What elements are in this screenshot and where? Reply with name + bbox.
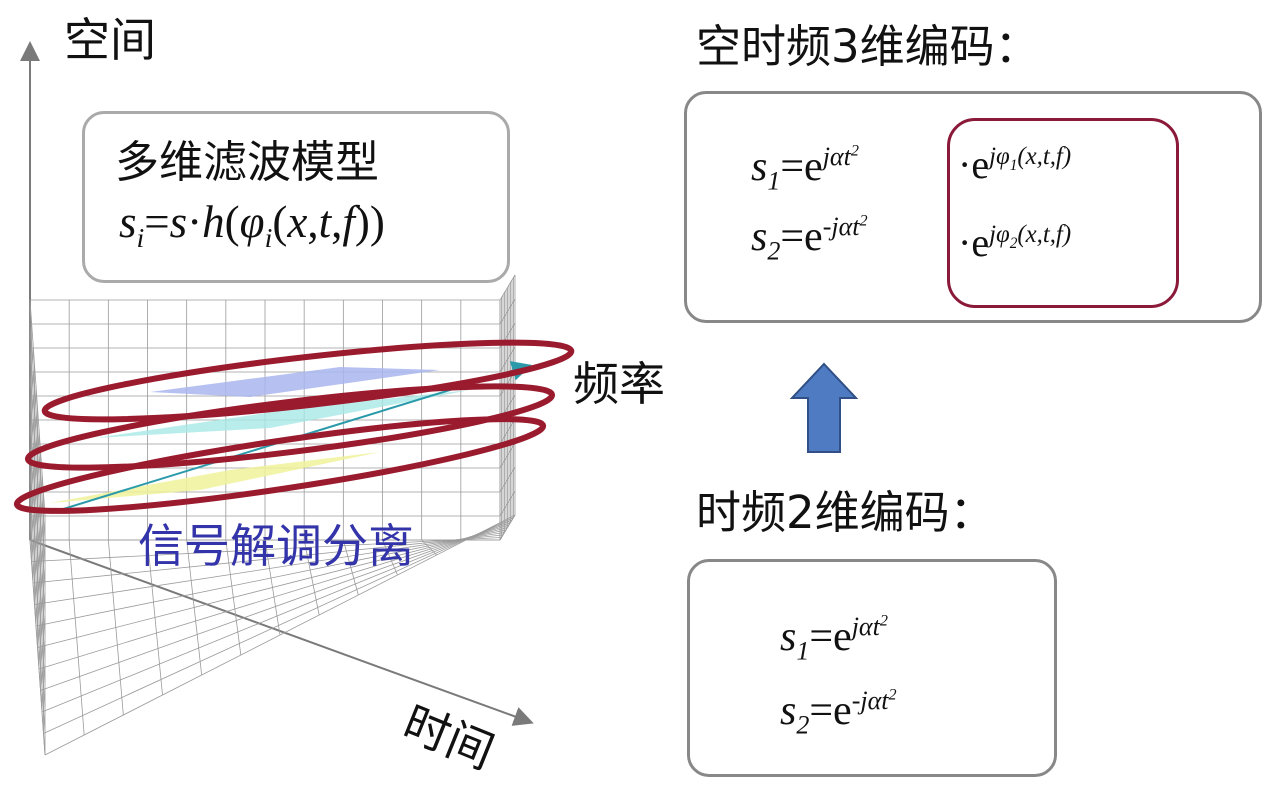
code3-phase-1: ·ejφ1(x,t,f) (958, 142, 1072, 187)
code3-s1: s1=ejαt2 (751, 142, 859, 196)
code3-s2: s2=e-jαt2 (751, 212, 868, 266)
filter-ring-1 (41, 339, 575, 423)
time-axis-label: 时间 (396, 695, 502, 780)
demod-label: 信号解调分离 (138, 519, 414, 573)
code2-box: s1=ejαt2 s2=e-jαt2 (687, 559, 1057, 777)
code2-s1: s1=ejαt2 (780, 612, 888, 666)
freq-axis-label: 频率 (573, 357, 665, 411)
code2-s2: s2=e-jαt2 (780, 686, 897, 740)
filter-ring-2 (24, 383, 556, 471)
phase-code-box: ·ejφ1(x,t,f) ·ejφ2(x,t,f) (947, 118, 1179, 308)
plane-cyan (95, 390, 470, 438)
code3-box: s1=ejαt2 s2=e-jαt2 ·ejφ1(x,t,f) ·ejφ2(x,… (684, 91, 1262, 323)
code3-title: 空时频3维编码： (696, 20, 1040, 73)
filter-model-title: 多维滤波模型 (115, 137, 379, 188)
space-axis-label: 空间 (64, 13, 156, 67)
coding-cube-diagram: 空间 频率 信号解调分离 时间 (13, 13, 665, 780)
code3-phase-2: ·ejφ2(x,t,f) (958, 220, 1072, 265)
wireframe-grid (29, 274, 516, 756)
filter-model-box: 多维滤波模型 si=s·h(φi(x,t,f)) (82, 111, 510, 283)
filter-model-formula: si=s·h(φi(x,t,f)) (119, 197, 385, 254)
plane-yellow (50, 452, 380, 503)
filter-ring-3 (13, 416, 547, 514)
upgrade-arrow-icon (789, 362, 859, 453)
plane-blue (150, 367, 440, 397)
filter-rings (13, 339, 575, 514)
code2-title: 时频2维编码： (696, 486, 995, 539)
time-axis (29, 539, 534, 726)
formula-s-i: si (119, 197, 145, 254)
